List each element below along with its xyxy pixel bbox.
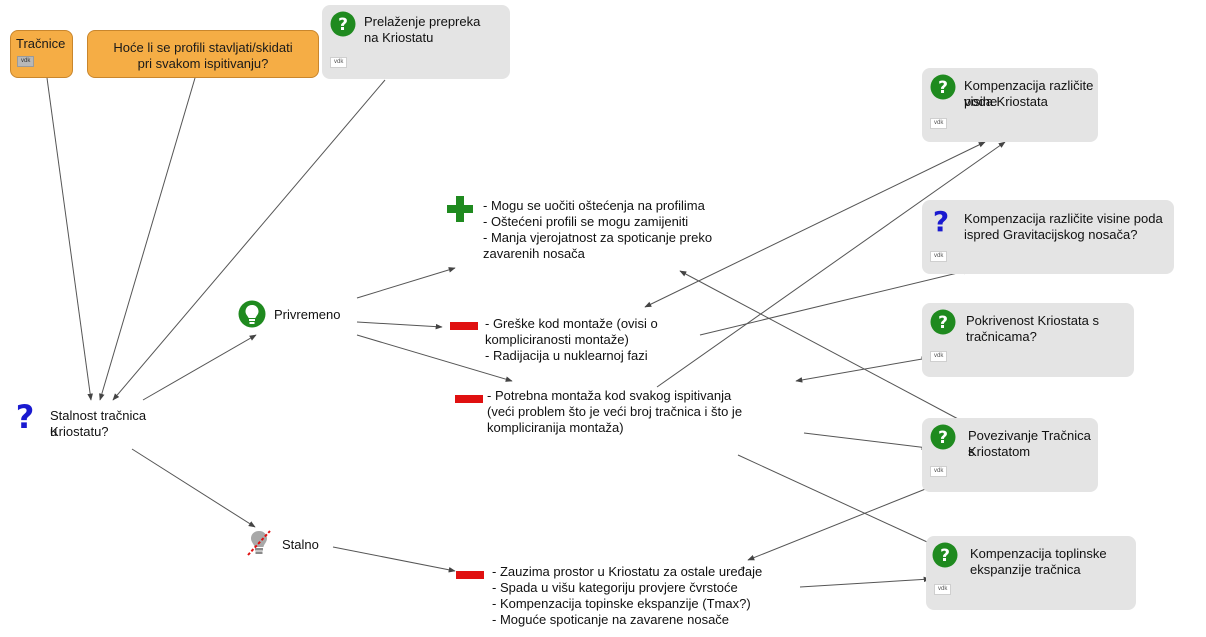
node-prelazenje-line1: Prelaženje prepreka bbox=[364, 14, 481, 29]
node-stalnost-line2: Kriostatu? bbox=[50, 424, 109, 439]
svg-text:?: ? bbox=[938, 428, 948, 448]
edge-con2-toplinske bbox=[737, 454, 939, 548]
node-con2[interactable]: - Potrebna montaža kod svakog ispitivanj… bbox=[455, 387, 805, 443]
node-con2-line: kompliciranija montaža) bbox=[487, 420, 624, 435]
node-tracnice-label: Tračnice bbox=[16, 36, 66, 51]
node-con2-line: (veći problem što je veći broj tračnica … bbox=[487, 404, 743, 419]
node-pokrivenost-line2: tračnicama? bbox=[966, 329, 1037, 344]
edge-povezivanje-pro1 bbox=[679, 270, 961, 421]
edge-privremeno-con2 bbox=[356, 334, 513, 382]
edge-hoce-stalnost bbox=[99, 77, 196, 401]
node-con3-text: - Zauzima prostor u Kriostatu za ostale … bbox=[492, 564, 762, 628]
node-privremeno[interactable]: Privremeno bbox=[238, 300, 358, 332]
node-con3-line: - Zauzima prostor u Kriostatu za ostale … bbox=[492, 564, 763, 579]
node-con1-line: - Radijacija u nuklearnoj fazi bbox=[485, 348, 648, 363]
red-minus-icon bbox=[456, 571, 484, 579]
node-povezivanje[interactable]: ? Povezivanje Tračnica s Kriostatom vdk bbox=[922, 418, 1098, 492]
node-hoce[interactable]: Hoće li se profili stavljati/skidati pri… bbox=[87, 30, 319, 78]
node-kompenzacija-visine-tag: vdk bbox=[930, 118, 948, 129]
node-pro1-line: - Oštećeni profili se mogu zamijeniti bbox=[483, 214, 689, 229]
node-povezivanje-tag: vdk bbox=[930, 466, 948, 477]
node-con1-line: kompliciranosti montaže) bbox=[485, 332, 629, 347]
blue-question-icon: ? bbox=[933, 206, 949, 236]
svg-text:?: ? bbox=[933, 206, 949, 236]
blue-question-icon: ? bbox=[16, 400, 35, 434]
node-kompenzacija-grav-line1: Kompenzacija različite visine poda bbox=[964, 211, 1163, 226]
node-pro1-line: - Mogu se uočiti oštećenja na profilima bbox=[483, 198, 705, 213]
svg-text:?: ? bbox=[938, 78, 948, 98]
edge-stalnost-privremeno bbox=[142, 334, 257, 401]
node-kompenzacija-grav-line2: ispred Gravitacijskog nosača? bbox=[964, 227, 1138, 242]
node-con3-line: - Kompenzacija topinske ekspanzije (Tmax… bbox=[492, 596, 751, 611]
green-question-icon: ? bbox=[932, 542, 958, 568]
edge-povezivanje-con3 bbox=[747, 487, 929, 561]
node-pokrivenost-line1: Pokrivenost Kriostata s bbox=[966, 313, 1099, 328]
node-stalnost[interactable]: ? Stalnost tračnica u Kriostatu? bbox=[12, 400, 152, 448]
node-hoce-line2: pri svakom ispitivanju? bbox=[137, 56, 269, 71]
svg-text:?: ? bbox=[16, 400, 35, 434]
green-plus-icon bbox=[447, 196, 473, 222]
node-tracnice-tag: vdk bbox=[17, 56, 35, 67]
node-kompenzacija-grav-tag: vdk bbox=[930, 251, 948, 262]
node-povezivanje-line1: Povezivanje Tračnica s bbox=[968, 428, 1091, 459]
node-con2-text: - Potrebna montaža kod svakog ispitivanj… bbox=[487, 388, 742, 436]
edge-kompvis-con1 bbox=[644, 141, 986, 308]
grey-crossed-lightbulb-icon bbox=[247, 530, 271, 556]
green-question-icon: ? bbox=[930, 74, 956, 100]
node-toplinske-line2: ekspanzije tračnica bbox=[970, 562, 1081, 577]
node-toplinske[interactable]: ? Kompenzacija toplinske ekspanzije trač… bbox=[926, 536, 1136, 610]
node-stalnost-line1: Stalnost tračnica u bbox=[50, 408, 147, 439]
node-pokrivenost[interactable]: ? Pokrivenost Kriostata s tračnicama? vd… bbox=[922, 303, 1134, 377]
node-kompenzacija-visine-line1: Kompenzacija različite visine bbox=[964, 78, 1094, 109]
node-kompenzacija-visine[interactable]: ? Kompenzacija različite visine poda Kri… bbox=[922, 68, 1098, 142]
edge-con2-povezivanje bbox=[803, 432, 929, 451]
node-con3[interactable]: - Zauzima prostor u Kriostatu za ostale … bbox=[456, 562, 816, 634]
node-stalno[interactable]: Stalno bbox=[245, 528, 345, 560]
edge-con2-kompvis bbox=[656, 141, 1006, 388]
edge-stalnost-stalno bbox=[131, 448, 256, 528]
green-question-icon: ? bbox=[930, 424, 956, 450]
red-minus-icon bbox=[455, 395, 483, 403]
node-hoce-line1: Hoće li se profili stavljati/skidati bbox=[113, 40, 293, 55]
green-lightbulb-icon bbox=[238, 300, 266, 328]
node-pro1-text: - Mogu se uočiti oštećenja na profilima … bbox=[483, 198, 712, 262]
green-question-icon: ? bbox=[930, 309, 956, 335]
node-pro1[interactable]: - Mogu se uočiti oštećenja na profilima … bbox=[447, 196, 767, 268]
node-con1-line: - Greške kod montaže (ovisi o bbox=[485, 316, 658, 331]
edge-pokrivenost-con2 bbox=[795, 356, 929, 383]
node-con2-line: - Potrebna montaža kod svakog ispitivanj… bbox=[487, 388, 732, 403]
edge-prelazenje-stalnost bbox=[112, 79, 386, 401]
node-con3-line: - Moguće spoticanje na zavarene nosače bbox=[492, 612, 730, 627]
node-toplinske-tag: vdk bbox=[934, 584, 952, 595]
node-tracnice[interactable]: Tračnice vdk bbox=[10, 30, 73, 78]
node-pro1-line: - Manja vjerojatnost za spoticanje preko bbox=[483, 230, 713, 245]
node-kompenzacija-visine-line2: poda Kriostata bbox=[964, 94, 1048, 109]
node-stalno-label: Stalno bbox=[282, 537, 319, 552]
red-minus-icon bbox=[450, 322, 478, 330]
node-con1-text: - Greške kod montaže (ovisi o komplicira… bbox=[485, 316, 658, 364]
node-povezivanje-line2: Kriostatom bbox=[968, 444, 1031, 459]
node-kompenzacija-grav[interactable]: ? Kompenzacija različite visine poda isp… bbox=[922, 200, 1174, 274]
svg-text:?: ? bbox=[938, 313, 948, 333]
node-prelazenje[interactable]: ? Prelaženje prepreka na Kriostatu vdk bbox=[322, 5, 510, 79]
node-prelazenje-tag: vdk bbox=[330, 57, 348, 68]
edge-privremeno-con1 bbox=[356, 321, 443, 330]
edge-con1-kompgrav bbox=[699, 268, 971, 336]
edge-tracnice-stalnost bbox=[46, 77, 93, 401]
node-pokrivenost-tag: vdk bbox=[930, 351, 948, 362]
edge-privremeno-pro1 bbox=[356, 267, 456, 299]
edge-stalno-con3 bbox=[332, 546, 456, 573]
green-question-icon: ? bbox=[330, 11, 356, 37]
node-con1[interactable]: - Greške kod montaže (ovisi o komplicira… bbox=[450, 315, 710, 371]
edge-con3-toplinske bbox=[799, 576, 931, 588]
node-privremeno-label: Privremeno bbox=[274, 307, 341, 322]
node-pro1-line: zavarenih nosača bbox=[483, 246, 585, 261]
node-toplinske-line1: Kompenzacija toplinske bbox=[970, 546, 1107, 561]
node-prelazenje-line2: na Kriostatu bbox=[364, 30, 434, 45]
svg-text:?: ? bbox=[338, 15, 348, 35]
node-con3-line: - Spada u višu kategoriju provjere čvrst… bbox=[492, 580, 738, 595]
svg-text:?: ? bbox=[940, 546, 950, 566]
